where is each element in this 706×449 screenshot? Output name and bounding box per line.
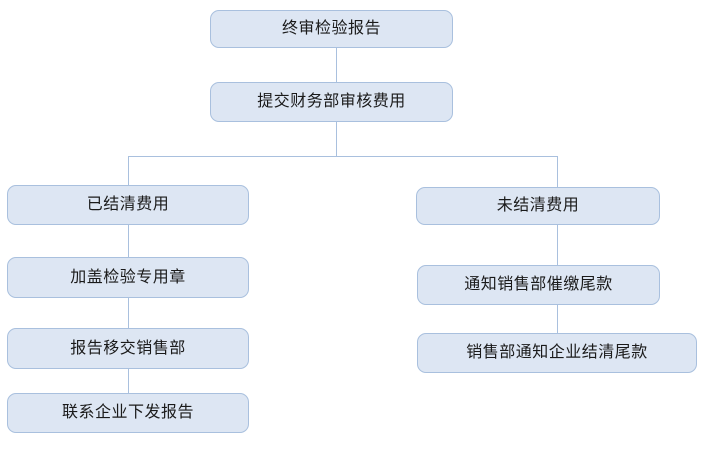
connector-settled-to-stamp	[128, 225, 129, 257]
flow-node-label: 通知销售部催缴尾款	[464, 276, 613, 293]
flow-node-label: 加盖检验专用章	[70, 268, 186, 286]
flow-node-label: 未结清费用	[496, 197, 580, 214]
flow-node-label: 终审检验报告	[281, 20, 381, 37]
flow-node-label: 已结清费用	[86, 196, 170, 213]
flow-node-stamp-inspection-seal: 加盖检验专用章	[7, 257, 249, 298]
flow-node-final-report: 终审检验报告	[210, 10, 453, 48]
flow-node-label: 提交财务部审核费用	[257, 93, 406, 110]
connector-submit-to-branch	[336, 122, 337, 156]
flow-node-fees-settled: 已结清费用	[7, 185, 249, 225]
connector-final-to-submit	[336, 48, 337, 82]
connector-branch-to-settled	[128, 156, 129, 185]
connector-branch-to-unsettled	[557, 156, 558, 187]
connector-unsettled-to-notify	[557, 225, 558, 265]
connector-stamp-to-transfer	[128, 298, 129, 328]
flow-node-label: 联系企业下发报告	[61, 404, 194, 421]
flow-node-fees-unsettled: 未结清费用	[416, 187, 660, 225]
flow-node-report-to-sales: 报告移交销售部	[7, 328, 249, 369]
flow-node-sales-notify-settle: 销售部通知企业结清尾款	[417, 333, 697, 373]
flow-node-submit-finance-review: 提交财务部审核费用	[210, 82, 453, 122]
flow-node-notify-sales-collect: 通知销售部催缴尾款	[417, 265, 660, 305]
connector-branch-horizontal	[128, 156, 557, 157]
flow-node-contact-enterprise-issue: 联系企业下发报告	[7, 393, 249, 433]
connector-notify-to-settle	[557, 305, 558, 333]
connector-transfer-to-issue	[128, 369, 129, 393]
flow-node-label: 销售部通知企业结清尾款	[466, 344, 648, 361]
flow-node-label: 报告移交销售部	[70, 339, 186, 357]
